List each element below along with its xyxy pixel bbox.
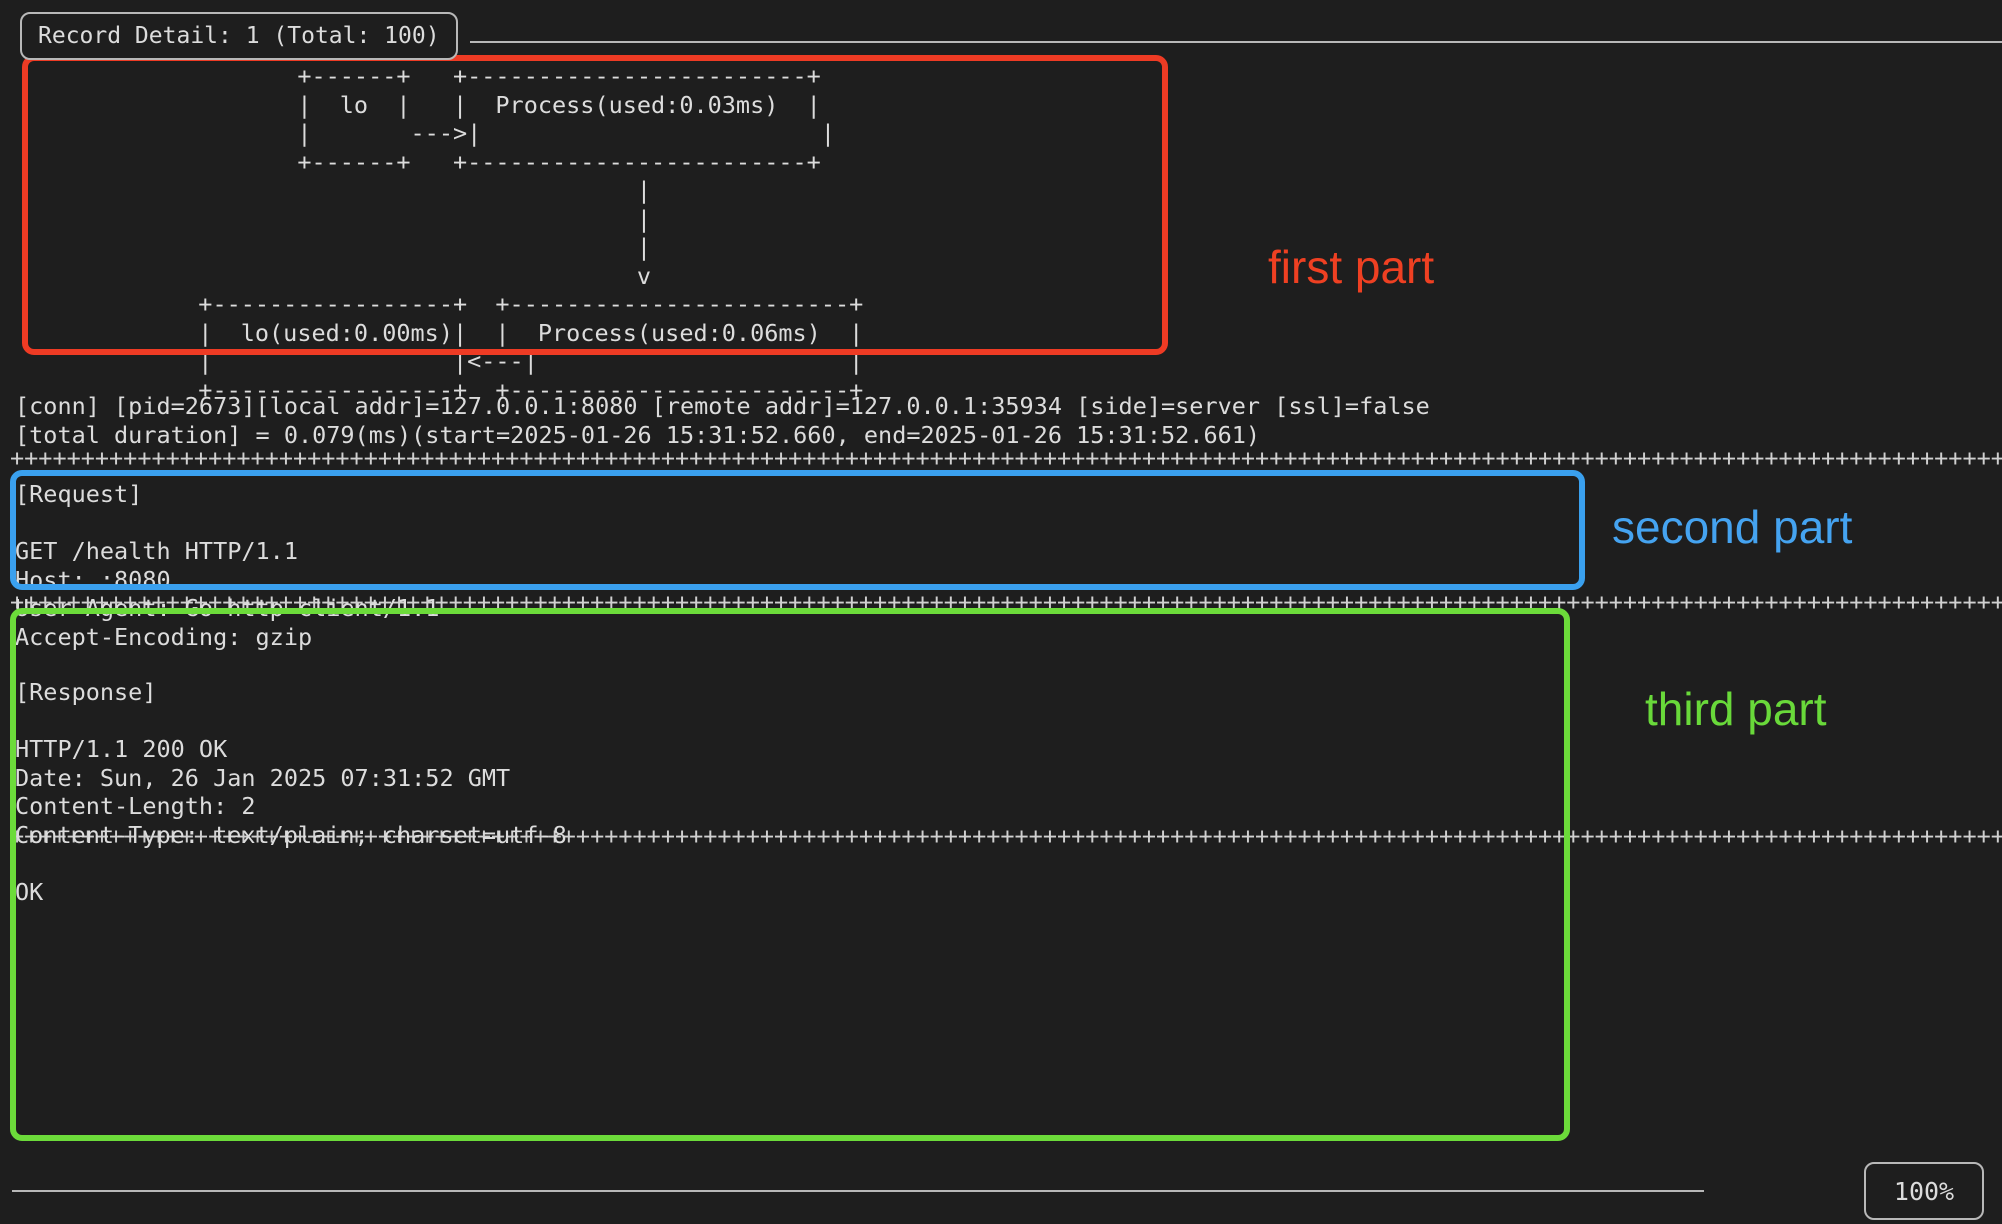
separator-rule-above-response: ++++++++++++++++++++++++++++++++++++++++… <box>10 822 2002 850</box>
http-response-text: [Response] HTTP/1.1 200 OK Date: Sun, 26… <box>15 678 567 906</box>
zoom-level-indicator[interactable]: 100% <box>1864 1162 1984 1220</box>
connection-flow-ascii-diagram: +------+ +------------------------+ | lo… <box>198 62 864 404</box>
connection-summary-text: [conn] [pid=2673][local addr]=127.0.0.1:… <box>15 392 1430 449</box>
window-bottom-border <box>12 1190 1704 1192</box>
record-detail-title: Record Detail: 1 (Total: 100) <box>20 12 458 60</box>
annotation-label-first-part: first part <box>1268 241 1435 293</box>
annotation-label-third-part: third part <box>1645 683 1827 735</box>
annotation-label-second-part: second part <box>1612 501 1853 553</box>
http-request-text: [Request] GET /health HTTP/1.1 Host: :80… <box>15 480 440 651</box>
separator-rule-above-conn: ++++++++++++++++++++++++++++++++++++++++… <box>10 444 2002 472</box>
window-top-border <box>470 41 2002 43</box>
